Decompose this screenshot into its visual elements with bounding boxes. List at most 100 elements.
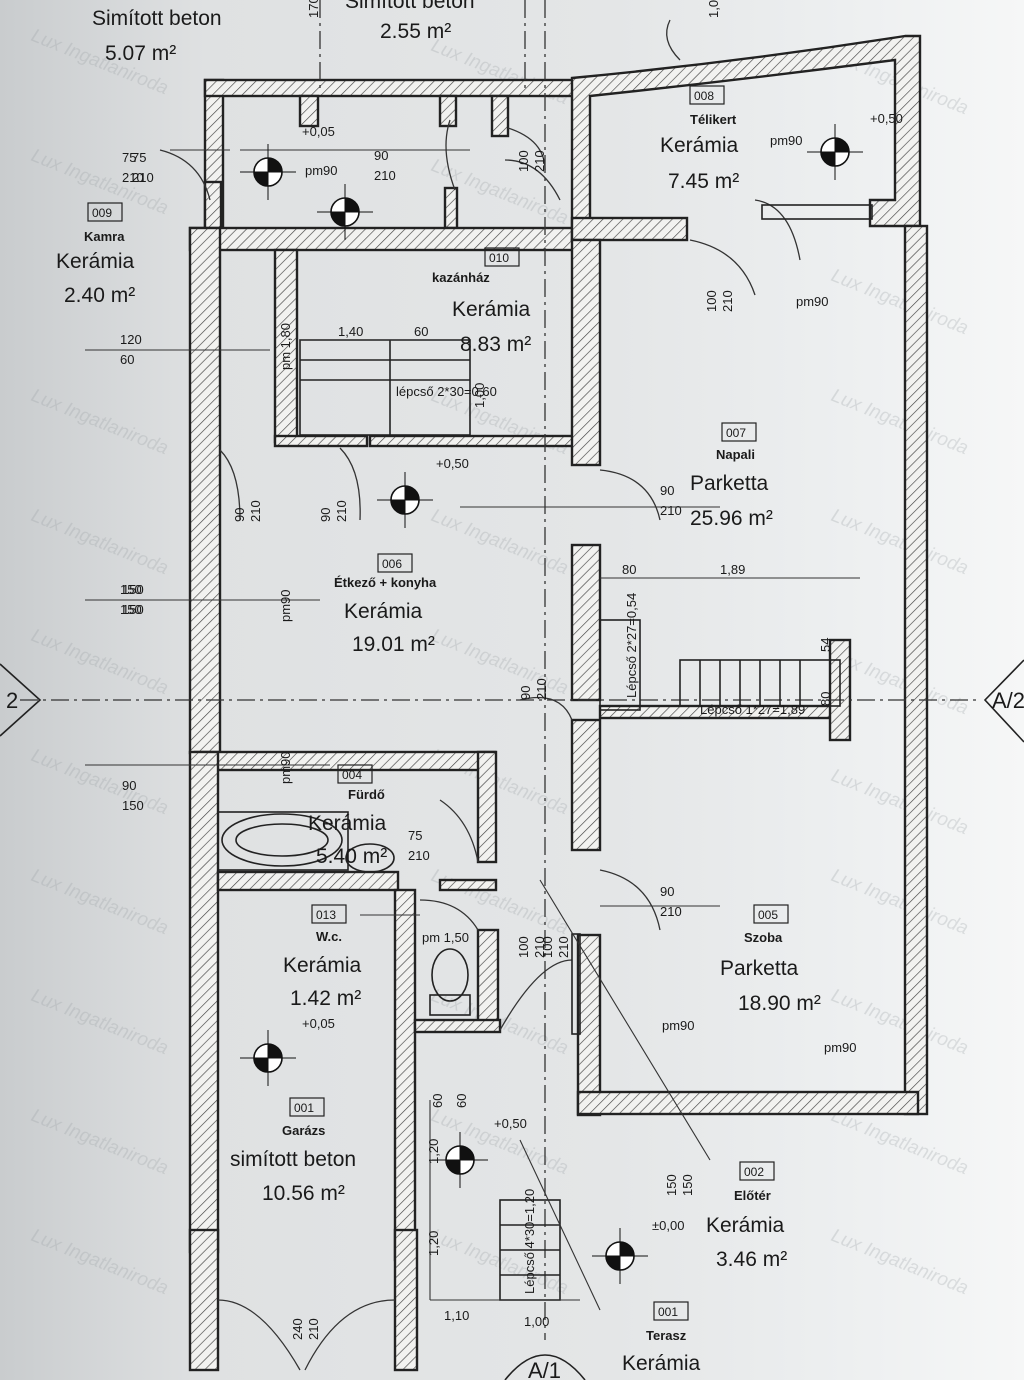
level-marker-icon	[592, 1228, 648, 1284]
watermark-text: Lux Ingatlaniroda	[828, 385, 971, 459]
dimension-label: 1,20	[426, 1139, 441, 1164]
door-width-label: 90	[660, 483, 674, 498]
watermark-text: Lux Ingatlaniroda	[28, 505, 171, 579]
level-label: +0,05	[302, 124, 335, 139]
stair-label: Lépcső 2*27=0,54	[624, 593, 639, 698]
sill-label: pm90	[796, 294, 829, 309]
level-label: ±0,00	[652, 1218, 684, 1233]
room-material: Simított beton	[345, 0, 475, 13]
axis-label-bottom: A/1	[528, 1358, 561, 1380]
door-width-label: 240	[290, 1318, 305, 1340]
door-height-label: 210	[720, 290, 735, 312]
level-marker-icon	[317, 184, 373, 240]
door-height-label: 210	[660, 904, 682, 919]
room-name: W.c.	[316, 929, 342, 944]
watermark-text: Lux Ingatlaniroda	[828, 1225, 971, 1299]
sill-label: pm90	[305, 163, 338, 178]
room-code: 005	[758, 908, 778, 922]
window-element	[761, 204, 873, 220]
door-dimension-pair: 170	[306, 0, 321, 18]
dimension-label: 54	[818, 638, 833, 652]
room-code: 008	[694, 89, 714, 103]
room-material: Kerámia	[622, 1352, 701, 1375]
sill-label: pm90	[662, 1018, 695, 1033]
door-swings	[159, 19, 801, 1371]
door-width-label: 90	[518, 686, 533, 700]
dimension-label: 60	[454, 1094, 469, 1108]
level-label: +0,50	[436, 456, 469, 471]
level-marker-icon	[807, 124, 863, 180]
dimension-lines	[85, 149, 860, 1311]
door-height-label: 150	[680, 1174, 695, 1196]
level-marker-icon	[432, 1132, 488, 1188]
dimension-label: 60	[414, 324, 428, 339]
dimension-label: 1,89	[720, 562, 745, 577]
watermark-text: Lux Ingatlaniroda	[28, 625, 171, 699]
door-dimension-pair: 1,0	[706, 0, 721, 18]
sill-label: pm90	[824, 1040, 857, 1055]
dimension-label: 80	[622, 562, 636, 577]
room-material: Kerámia	[308, 812, 387, 835]
door-height-label: 210	[132, 170, 154, 185]
level-marker-icon	[377, 472, 433, 528]
watermark-text: Lux Ingatlaniroda	[828, 505, 971, 579]
door-width-label: 90	[318, 508, 333, 522]
room-material: Parketta	[720, 957, 799, 980]
room-code: 006	[382, 557, 402, 571]
room-area: 18.90 m²	[738, 992, 821, 1015]
door-width-label: 75	[408, 828, 422, 843]
room-area: 25.96 m²	[690, 507, 773, 530]
sill-label: pm90	[278, 589, 293, 622]
door-height-label: 150	[122, 602, 144, 617]
axis-marker-right	[983, 659, 1024, 743]
door-width-label: 100	[516, 150, 531, 172]
door-height-label: 210	[556, 936, 571, 958]
door-height-label: 150	[120, 602, 142, 617]
sill-label: pm 1,80	[278, 323, 293, 370]
room-name: Garázs	[282, 1123, 325, 1138]
room-area: 2.40 m²	[64, 284, 135, 307]
door-width-label: 100	[540, 936, 555, 958]
room-material: Kerámia	[660, 134, 739, 157]
room-name: Kamra	[84, 229, 125, 244]
door-height-label: 210	[122, 170, 144, 185]
room-code: 007	[726, 426, 746, 440]
room-code: 013	[316, 908, 336, 922]
axis-marker-bottom	[504, 1354, 586, 1380]
room-area: 2.55 m²	[380, 20, 451, 43]
level-marker-icon	[240, 1030, 296, 1086]
level-marker-icon	[240, 144, 296, 200]
stair-label: lépcső 2*30=0,60	[396, 384, 497, 399]
room-material: simított beton	[230, 1148, 356, 1171]
fixtures	[217, 204, 873, 1016]
door-width-label: 1,0	[706, 0, 721, 18]
room-code: 001	[658, 1305, 678, 1319]
room-material: Kerámia	[283, 954, 362, 977]
washbasin-icon	[345, 843, 395, 873]
sill-label: pm90	[770, 133, 803, 148]
door-width-label: 120	[120, 332, 142, 347]
door-width-label: 150	[120, 582, 142, 597]
stair-label: Lépcső 1*27=1,89	[700, 702, 805, 717]
room-name: Télikert	[690, 112, 737, 127]
level-label: +0,05	[302, 1016, 335, 1031]
door-height-label: 210	[532, 936, 547, 958]
level-label: +0,50	[494, 1116, 527, 1131]
dimension-label: 1,10	[444, 1308, 469, 1323]
room-name: Fürdő	[348, 787, 385, 802]
door-width-label: 75	[132, 150, 146, 165]
door-height-label: 210	[660, 503, 682, 518]
level-markers	[240, 124, 863, 1284]
door-width-label: 100	[516, 936, 531, 958]
door-width-label: 90	[122, 778, 136, 793]
